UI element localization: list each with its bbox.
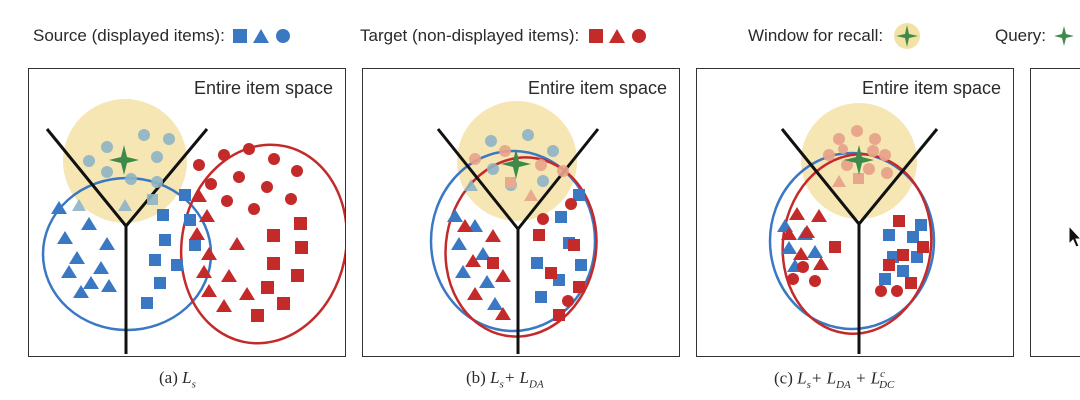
window-icon xyxy=(894,23,921,49)
mouse-cursor-icon xyxy=(1068,225,1080,248)
caption-c-sub3: DC xyxy=(879,379,895,392)
caption-c: (c) Ls+ LDA + LcDC xyxy=(774,368,894,391)
caption-b: (b) Ls+ LDA xyxy=(466,368,544,390)
caption-c-main: L xyxy=(797,368,807,388)
legend-source: Source (displayed items): xyxy=(33,24,299,48)
legend-window: Window for recall: xyxy=(748,23,925,49)
legend-target-label: Target (non-displayed items): xyxy=(360,26,580,45)
caption-a: (a) Ls xyxy=(159,368,196,390)
caption-b-main: L xyxy=(490,368,500,387)
legend-target: Target (non-displayed items): xyxy=(360,24,655,48)
legend-source-label: Source (displayed items): xyxy=(33,26,225,45)
caption-a-sub: s xyxy=(191,378,196,391)
caption-c-rest2: + L xyxy=(850,368,881,388)
space-label: Entire item space xyxy=(861,78,1001,98)
panel-c: Entire item space xyxy=(696,68,1014,357)
legend-window-label: Window for recall: xyxy=(748,26,884,45)
caption-a-prefix: (a) xyxy=(159,368,183,387)
source-shapes-icon xyxy=(232,29,290,43)
space-label: Entire item space xyxy=(527,78,667,98)
space-label: Entire item space xyxy=(193,78,333,98)
panel-a-scene xyxy=(41,99,345,354)
caption-a-main: L xyxy=(182,368,192,387)
caption-c-sup3: c xyxy=(880,368,886,380)
legend-query-label: Query: xyxy=(995,26,1047,45)
panel-b-scene xyxy=(429,101,600,354)
caption-b-sub: s xyxy=(499,378,504,391)
panel-b: Entire item space xyxy=(362,68,680,357)
caption-c-rest: + L xyxy=(810,368,837,388)
caption-b-rest: + L xyxy=(503,368,530,387)
caption-b-prefix: (b) xyxy=(466,368,491,387)
panel-a: Entire item space xyxy=(28,68,346,357)
query-star-icon xyxy=(1054,26,1075,46)
caption-b-sub2: DA xyxy=(529,378,544,391)
panel-d-partial xyxy=(1030,68,1080,357)
panel-c-scene xyxy=(768,103,939,354)
caption-c-sub: s xyxy=(806,379,811,392)
caption-c-prefix: (c) xyxy=(774,368,798,388)
target-shapes-icon xyxy=(589,29,647,43)
legend-query: Query: xyxy=(995,24,1076,48)
caption-c-sub2: DA xyxy=(836,379,851,392)
